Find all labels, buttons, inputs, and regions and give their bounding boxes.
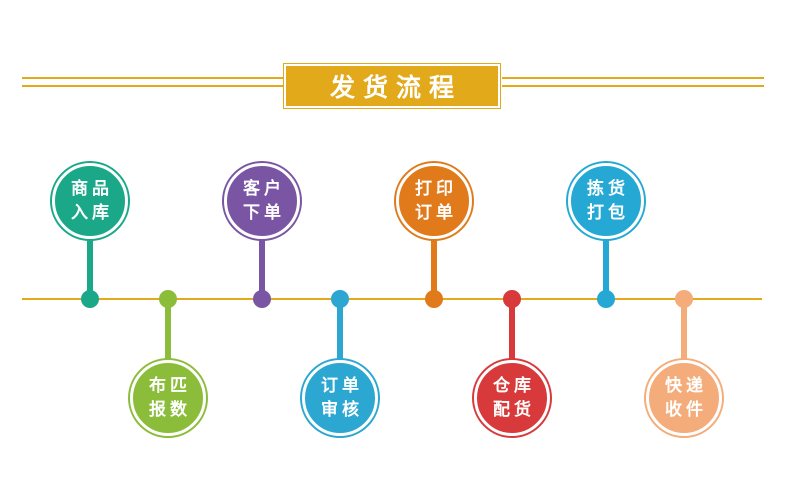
step-connector <box>431 231 437 299</box>
timeline-dot <box>675 290 693 308</box>
page-title: 发货流程 <box>329 73 462 102</box>
header-line-right-top <box>502 77 764 79</box>
timeline-dot <box>597 290 615 308</box>
step-bubble: 布匹报数 <box>130 360 206 436</box>
step-label-line2: 下单 <box>243 203 285 223</box>
timeline-dot <box>81 290 99 308</box>
step-connector <box>337 299 343 368</box>
step-connector <box>509 299 515 368</box>
title-banner: 发货流程 <box>286 66 498 106</box>
timeline-dot <box>159 290 177 308</box>
step-connector <box>681 299 687 368</box>
step-label-line2: 收件 <box>665 400 707 420</box>
step-label-line2: 审核 <box>321 400 363 420</box>
header-line-left-bottom <box>22 85 284 87</box>
step-label-line1: 打印 <box>415 179 457 199</box>
step-bubble: 订单审核 <box>302 360 378 436</box>
timeline-dot <box>503 290 521 308</box>
step-label-line1: 仓库 <box>493 376 535 396</box>
step-label-line1: 客户 <box>243 179 285 199</box>
step-label-line1: 布匹 <box>149 376 191 396</box>
step-label-line1: 拣货 <box>587 179 629 199</box>
step-label-line2: 打包 <box>587 203 629 223</box>
step-label-line2: 报数 <box>149 400 191 420</box>
step-bubble: 快递收件 <box>646 360 722 436</box>
step-label-line2: 入库 <box>71 203 113 223</box>
step-bubble: 商品入库 <box>52 163 128 239</box>
step-label-line2: 订单 <box>415 203 457 223</box>
step-label-line1: 快递 <box>665 376 707 396</box>
step-bubble: 打印订单 <box>396 163 472 239</box>
header-line-left-top <box>22 77 284 79</box>
step-bubble: 客户下单 <box>224 163 300 239</box>
step-label-line1: 订单 <box>321 376 363 396</box>
step-label-line1: 商品 <box>71 179 113 199</box>
timeline-dot <box>425 290 443 308</box>
step-bubble: 拣货打包 <box>568 163 644 239</box>
step-label-line2: 配货 <box>493 400 535 420</box>
step-connector <box>165 299 171 368</box>
step-connector <box>259 231 265 299</box>
timeline-axis <box>22 298 762 300</box>
step-connector <box>87 231 93 299</box>
step-bubble: 仓库配货 <box>474 360 550 436</box>
timeline-dot <box>331 290 349 308</box>
step-connector <box>603 231 609 299</box>
timeline-dot <box>253 290 271 308</box>
header-line-right-bottom <box>502 85 764 87</box>
